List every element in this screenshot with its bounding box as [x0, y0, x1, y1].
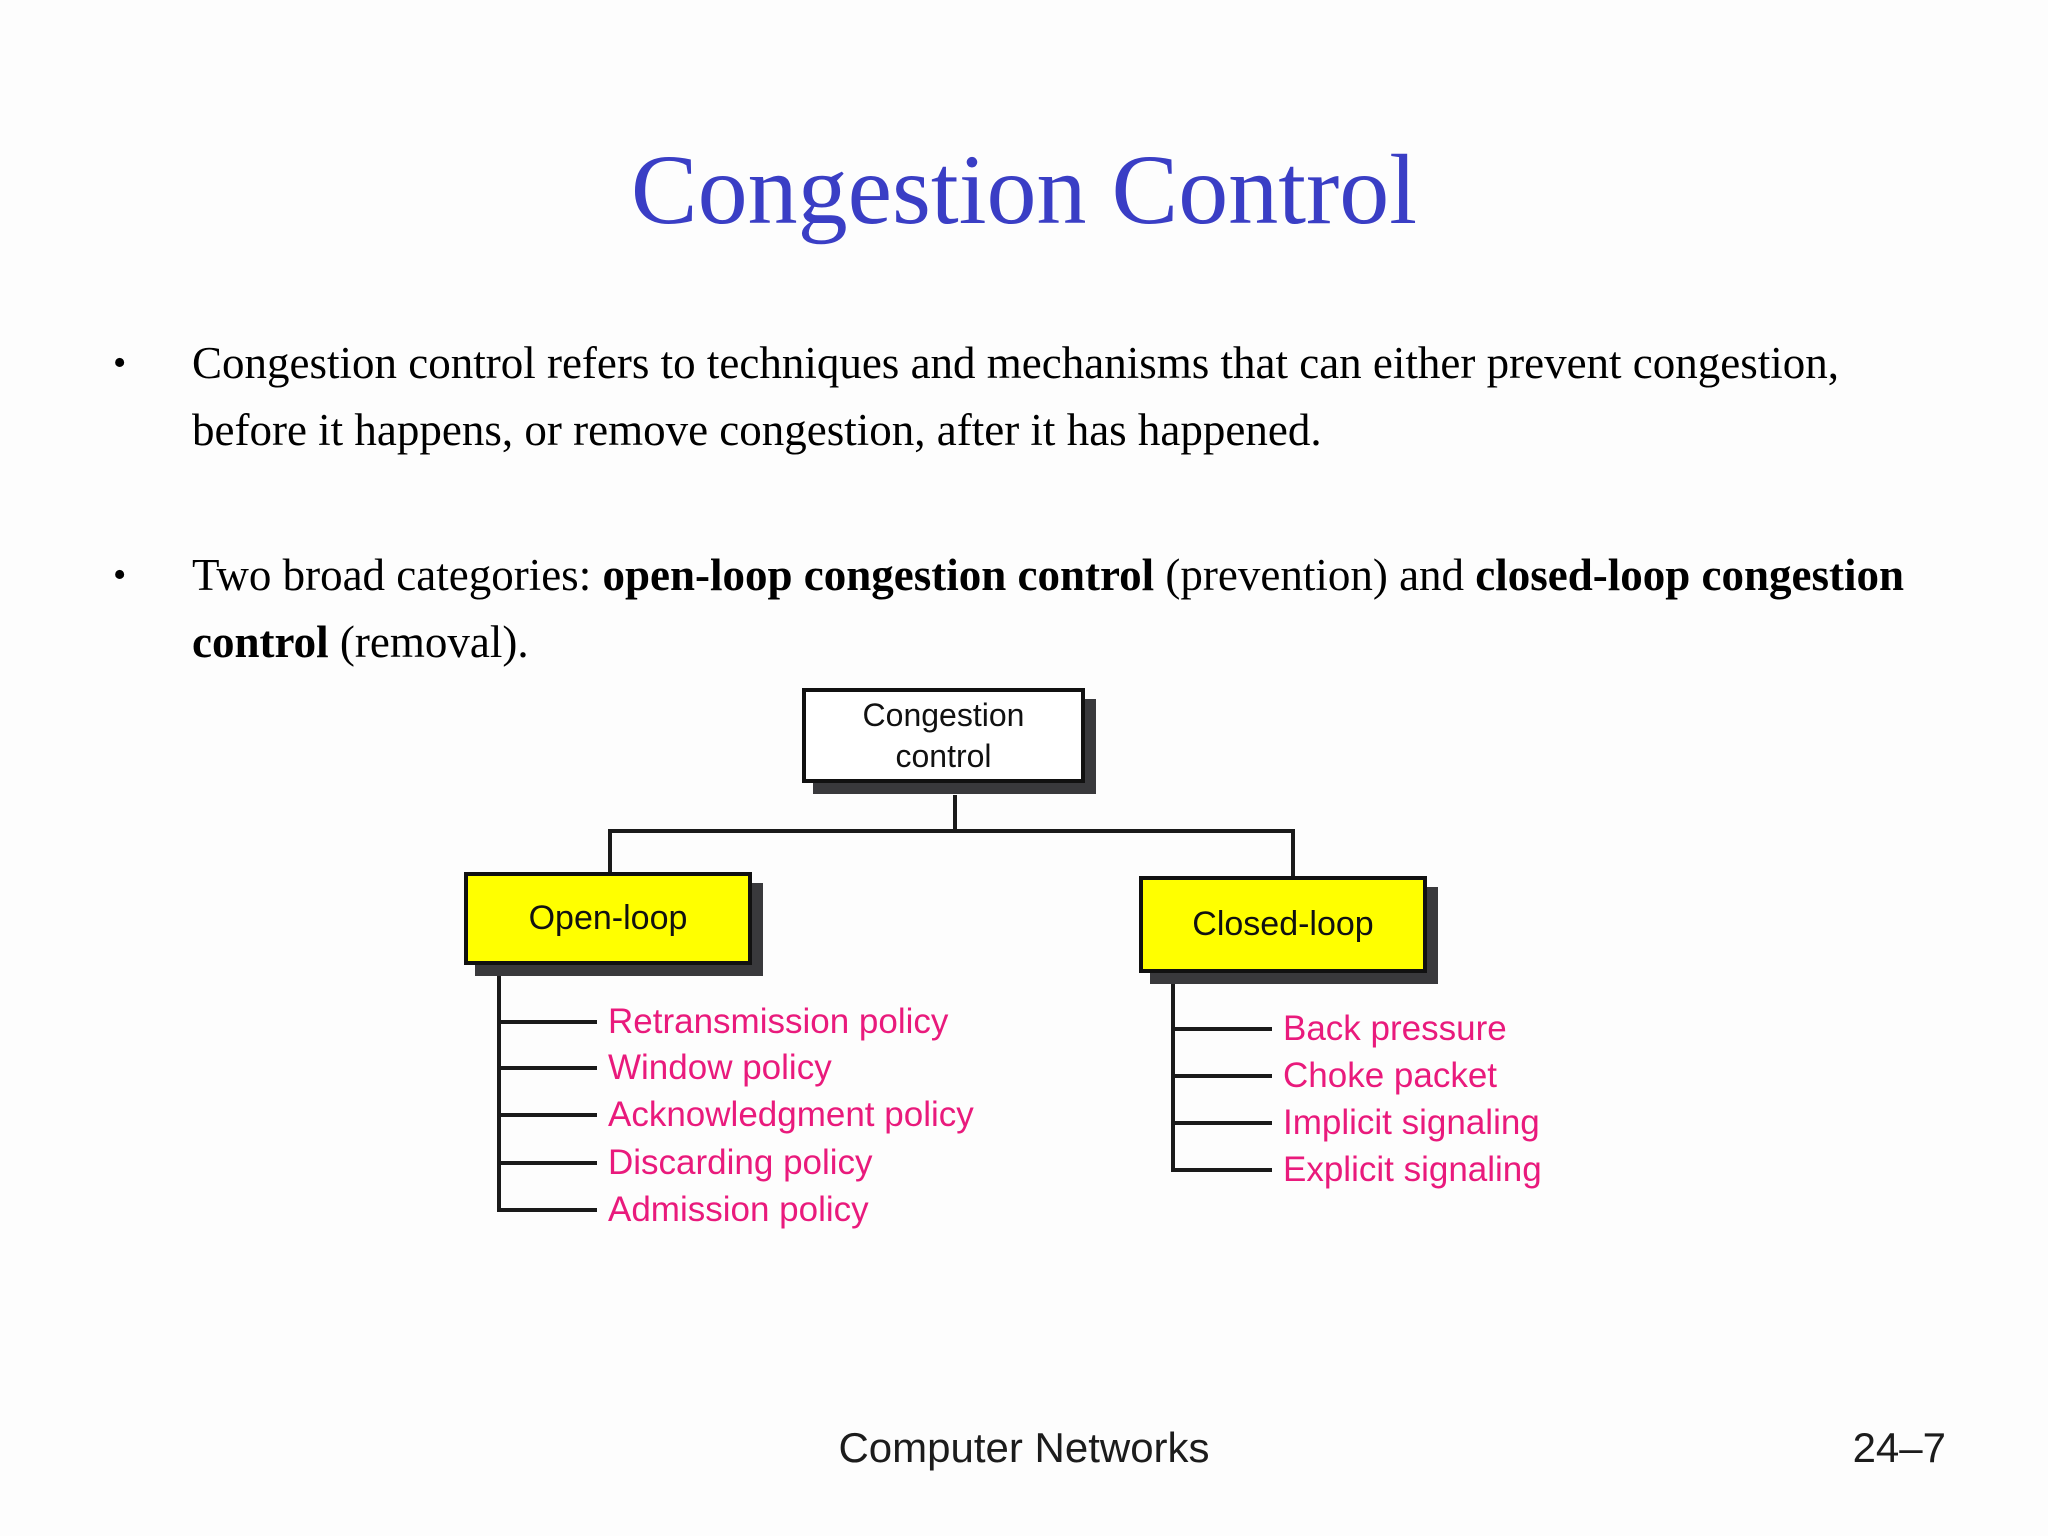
slide-title: Congestion Control: [630, 134, 1418, 245]
closed-loop-policy-item: Choke packet: [1283, 1056, 1498, 1095]
bullet-1-text: Congestion control refers to techniques …: [192, 338, 1840, 455]
bullet-2-post: (removal).: [328, 617, 529, 667]
bullet-marker: •: [113, 342, 127, 384]
closed-loop-policy-item: Explicit signaling: [1283, 1150, 1542, 1189]
closed-loop-policy-item: Back pressure: [1283, 1009, 1507, 1048]
open-loop-policy-item: Acknowledgment policy: [608, 1095, 974, 1134]
diagram-node-congestion-control: Congestion control: [802, 688, 1085, 783]
bullet-2-mid: (prevention) and: [1154, 550, 1476, 600]
open-loop-policy-item: Retransmission policy: [608, 1002, 949, 1041]
bullet-item-1: • Congestion control refers to technique…: [113, 330, 1922, 464]
footer-course-title: Computer Networks: [838, 1424, 1210, 1471]
bullet-2-text: Two broad categories: open-loop congesti…: [192, 542, 1922, 676]
diagram-node-closed-loop: Closed-loop: [1139, 876, 1427, 973]
open-loop-policy-item: Window policy: [608, 1048, 832, 1087]
footer-page-number: 24–7: [1852, 1424, 1946, 1471]
diagram-node-open-loop: Open-loop: [464, 872, 752, 965]
open-loop-policy-item: Discarding policy: [608, 1143, 873, 1182]
bullet-item-2: • Two broad categories: open-loop conges…: [113, 542, 1922, 676]
open-loop-policy-item: Admission policy: [608, 1190, 869, 1229]
open-loop-bracket: [497, 967, 597, 1212]
closed-loop-bracket: [1171, 975, 1272, 1172]
bullet-2-bold-closed-loop: closed-loop congestion control: [192, 550, 1905, 667]
bullet-2-bold-open-loop: open-loop congestion control: [602, 550, 1155, 600]
closed-loop-policy-item: Implicit signaling: [1283, 1103, 1540, 1142]
tree-connectors: [608, 795, 1295, 878]
bullet-2-pre: Two broad categories:: [192, 550, 603, 600]
bullet-marker: •: [113, 554, 127, 596]
